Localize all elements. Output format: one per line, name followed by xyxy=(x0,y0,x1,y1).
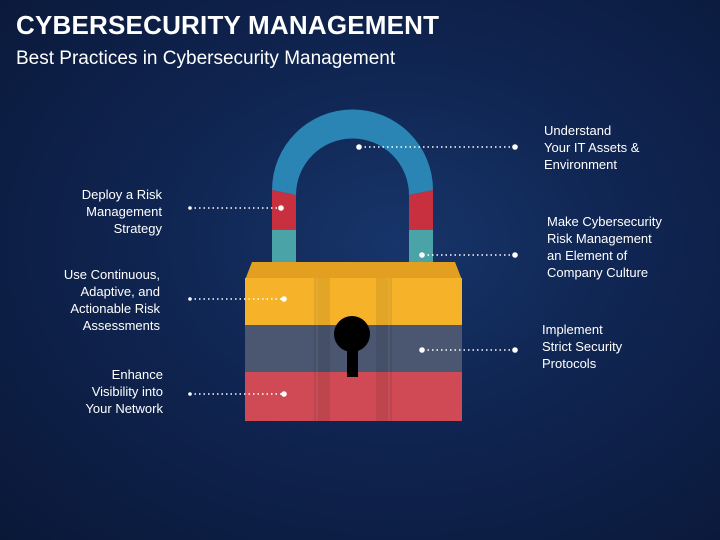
shackle-left-red xyxy=(272,190,296,230)
shackle-right-leg xyxy=(409,230,433,265)
label-enhance-visibility: Enhance Visibility into Your Network xyxy=(85,367,163,416)
body-top-bevel xyxy=(245,262,462,280)
connectors xyxy=(188,144,518,397)
page-title: CYBERSECURITY MANAGEMENT xyxy=(16,10,440,40)
keyhole-slot xyxy=(347,342,358,377)
body-ridge-left xyxy=(314,278,330,421)
label-risk-culture: Make Cybersecurity Risk Management an El… xyxy=(547,214,662,280)
body-ridge-right xyxy=(376,278,392,421)
label-deploy-risk: Deploy a Risk Management Strategy xyxy=(81,187,162,236)
label-strict-protocols: Implement Strict Security Protocols xyxy=(542,322,623,371)
padlock-shackle xyxy=(272,109,433,265)
shackle-left-leg xyxy=(272,230,296,265)
padlock-body xyxy=(245,262,462,421)
label-continuous-assessments: Use Continuous, Adaptive, and Actionable… xyxy=(63,267,160,333)
keyhole-icon xyxy=(334,316,370,352)
body-red-band xyxy=(245,372,462,421)
shackle-right-red xyxy=(409,190,433,230)
page-subtitle: Best Practices in Cybersecurity Manageme… xyxy=(16,48,396,69)
label-understand-assets: Understand Your IT Assets & Environment xyxy=(544,123,640,172)
shackle-arc xyxy=(272,109,433,195)
